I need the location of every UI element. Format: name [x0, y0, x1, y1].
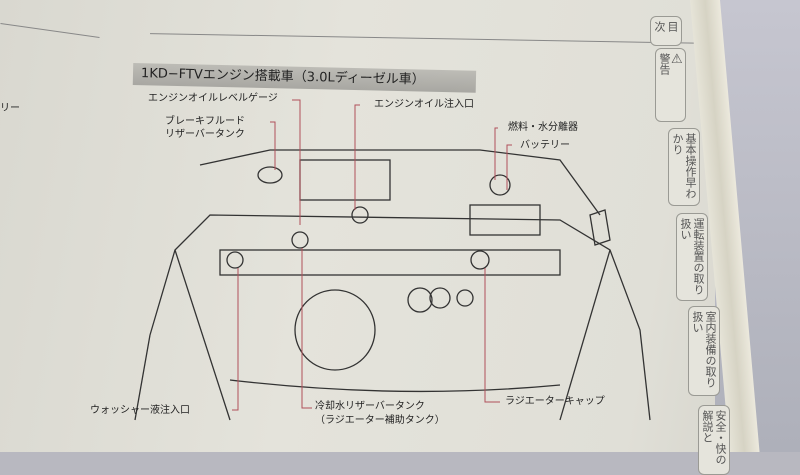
leader-lines: [232, 99, 512, 411]
coolant-cap-shape: [291, 231, 309, 249]
washer-cap-shape: [226, 251, 244, 269]
tab-contents[interactable]: 目次: [650, 16, 682, 46]
mirror-right: [589, 209, 611, 246]
radiator-cap-shape: [470, 250, 490, 270]
label-radiator-cap: ラジエーターキャップ: [505, 396, 605, 407]
tab-driving-controls[interactable]: 運転装置の取り扱い: [676, 213, 708, 301]
tab-label: 室内装備の取り扱い: [691, 311, 717, 388]
tab-safety[interactable]: 安全・快の解説と: [698, 405, 730, 475]
tab-label: 目次: [653, 21, 679, 32]
engine-bay-diagram: [134, 99, 651, 421]
label-battery: バッテリー: [520, 140, 570, 151]
label-oil-filler: エンジンオイル注入口: [374, 99, 474, 110]
brake-reservoir: [257, 166, 283, 184]
hood-outline: [199, 149, 601, 216]
label-brake-fluid-2: リザーバータンク: [165, 129, 245, 140]
label-coolant-2: （ラジエーター補助タンク）: [315, 415, 445, 426]
body-left: [134, 334, 151, 421]
bumper: [229, 379, 561, 393]
left-page-text: リー: [0, 103, 20, 114]
tab-label: 安全・快の解説と: [701, 410, 727, 465]
tab-warning[interactable]: ⚠警告: [655, 48, 686, 122]
label-coolant-1: 冷却水リザーバータンク: [315, 401, 425, 412]
tab-label: 基本操作早わかり: [671, 133, 697, 199]
radiator-support: [219, 249, 561, 276]
engine-cover: [299, 159, 391, 201]
tab-basic-operation[interactable]: 基本操作早わかり: [668, 128, 700, 206]
fan: [294, 289, 376, 371]
label-washer-filler: ウォッシャー液注入口: [90, 405, 190, 416]
tab-label: 警告: [658, 53, 671, 75]
label-fuel-water-separator: 燃料・水分離器: [508, 122, 578, 133]
body-outline: [149, 214, 651, 421]
warning-triangle-icon: ⚠: [671, 52, 683, 67]
oil-filler-cap: [351, 206, 369, 224]
fuel-separator: [489, 174, 511, 196]
battery-box: [469, 204, 541, 236]
tab-interior[interactable]: 室内装備の取り扱い: [688, 306, 720, 396]
fender-left: [174, 249, 231, 421]
label-brake-fluid-1: ブレーキフルード: [165, 116, 245, 127]
tab-label: 運転装置の取り扱い: [679, 218, 705, 295]
label-oil-level-gauge: エンジンオイルレベルゲージ: [148, 93, 278, 104]
fender-right: [559, 249, 611, 421]
